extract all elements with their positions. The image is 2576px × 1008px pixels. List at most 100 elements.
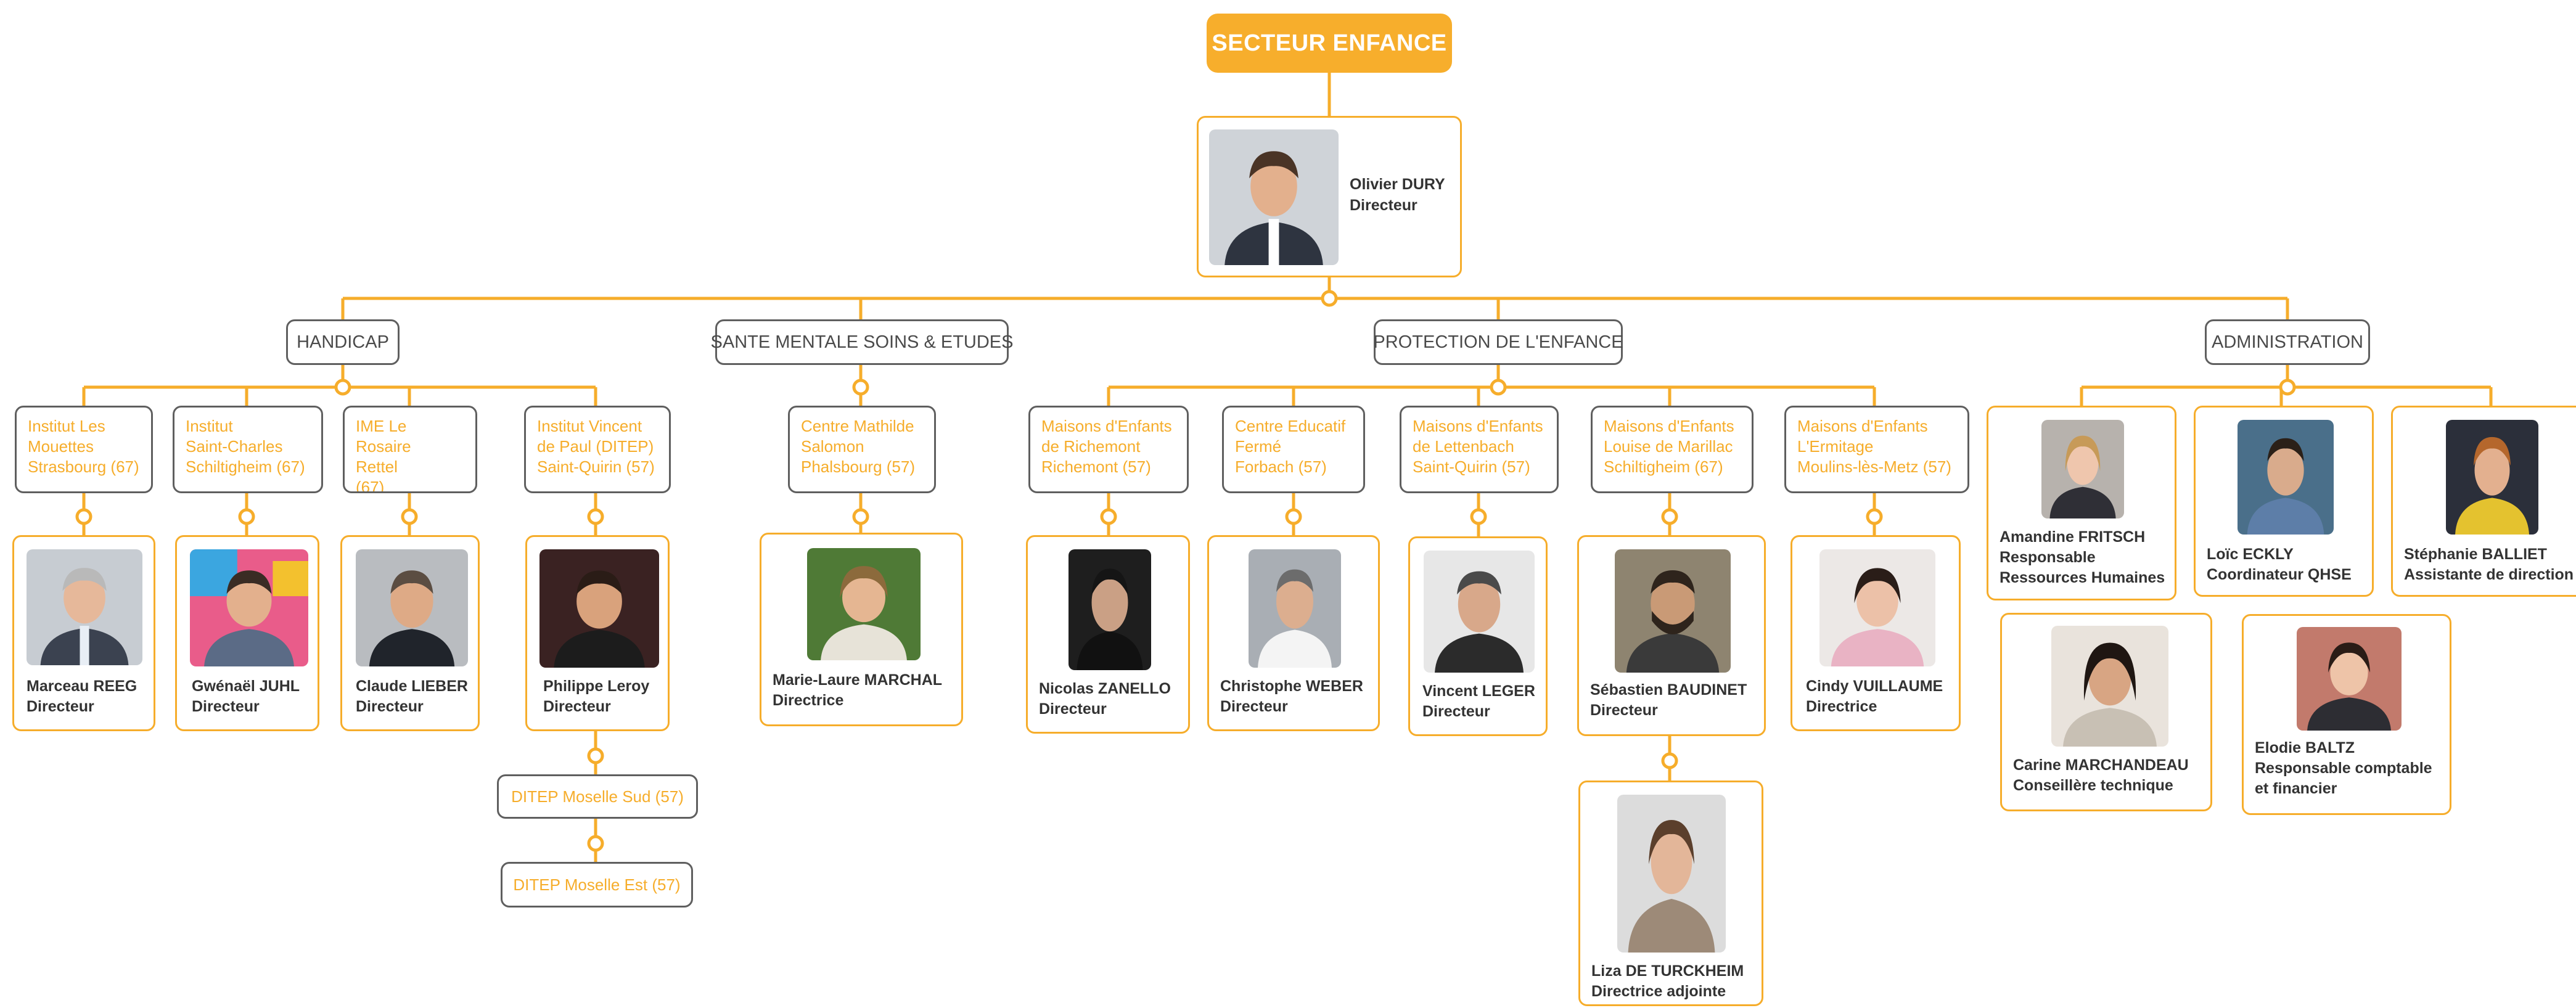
person-portrait-icon: [356, 549, 468, 666]
establishment-rosaire[interactable]: IME Le Rosaire Rettel (67): [343, 406, 477, 493]
category-protection-enfance[interactable]: PROTECTION DE L'ENFANCE: [1373, 319, 1623, 365]
person-card-baltz[interactable]: Elodie BALTZ Responsable comptable et fi…: [2242, 614, 2451, 815]
person-portrait-icon: [2041, 420, 2124, 518]
person-title: Directeur: [192, 698, 260, 715]
person-card-zanello[interactable]: Nicolas ZANELLO Directeur: [1026, 535, 1190, 734]
person-name: Amandine FRITSCH: [2000, 528, 2146, 546]
avatar: [27, 549, 142, 665]
person-card-dury[interactable]: Olivier DURY Directeur: [1197, 116, 1462, 277]
person-portrait-icon: [1209, 129, 1339, 265]
person-title: Directeur: [27, 698, 94, 715]
person-card-reeg[interactable]: Marceau REEG Directeur: [12, 535, 155, 731]
establishment-saint-charles[interactable]: Institut Saint-Charles Schiltigheim (67): [173, 406, 323, 493]
person-portrait-icon: [539, 549, 659, 668]
person-card-vuillaume[interactable]: Cindy VUILLAUME Directrice: [1790, 535, 1961, 731]
establishment-ditep-moselle-est[interactable]: DITEP Moselle Est (57): [501, 862, 693, 908]
person-title: Directeur: [356, 698, 424, 715]
person-name: Claude LIEBER: [356, 678, 468, 695]
person-card-juhl[interactable]: Gwénaël JUHL Directeur: [175, 535, 319, 731]
person-title: Responsable Ressources Humaines: [2000, 549, 2165, 586]
person-portrait-icon: [27, 549, 142, 665]
person-card-fritsch[interactable]: Amandine FRITSCH Responsable Ressources …: [1987, 406, 2176, 600]
avatar: [2238, 420, 2334, 535]
person-name: Marceau REEG: [27, 678, 137, 695]
person-title: Directeur: [1590, 702, 1658, 719]
person-card-marchal[interactable]: Marie-Laure MARCHAL Directrice: [760, 533, 963, 726]
establishment-mouettes[interactable]: Institut Les Mouettes Strasbourg (67): [15, 406, 153, 493]
avatar: [2041, 420, 2124, 518]
person-name: Elodie BALTZ: [2255, 739, 2355, 756]
establishment-ermitage[interactable]: Maisons d'Enfants L'Ermitage Moulins-lès…: [1784, 406, 1969, 493]
person-name: Christophe WEBER: [1220, 678, 1363, 695]
root-label: SECTEUR ENFANCE: [1212, 30, 1447, 56]
establishment-richemont[interactable]: Maisons d'Enfants de Richemont Richemont…: [1028, 406, 1189, 493]
establishment-ditep-moselle-sud[interactable]: DITEP Moselle Sud (57): [497, 774, 698, 819]
person-portrait-icon: [1069, 549, 1151, 670]
category-administration[interactable]: ADMINISTRATION: [2205, 319, 2370, 365]
person-portrait-icon: [2446, 420, 2538, 535]
person-name: Stéphanie BALLIET: [2404, 546, 2547, 563]
avatar: [1249, 549, 1341, 668]
person-title: Conseillère technique: [2013, 777, 2173, 794]
person-portrait-icon: [1819, 549, 1935, 666]
person-card-baudinet[interactable]: Sébastien BAUDINET Directeur: [1577, 535, 1766, 736]
person-card-eckly[interactable]: Loïc ECKLY Coordinateur QHSE: [2194, 406, 2374, 597]
person-title: Directeur: [1220, 698, 1288, 715]
person-name: Nicolas ZANELLO: [1039, 680, 1171, 697]
establishment-marillac[interactable]: Maisons d'Enfants Louise de Marillac Sch…: [1591, 406, 1754, 493]
establishment-vincent-de-paul[interactable]: Institut Vincent de Paul (DITEP) Saint-Q…: [524, 406, 671, 493]
person-name: Vincent LEGER: [1422, 682, 1535, 700]
person-title: Directrice adjointe: [1591, 983, 1726, 1000]
person-title: Directeur: [1422, 703, 1490, 720]
person-card-weber[interactable]: Christophe WEBER Directeur: [1207, 535, 1380, 731]
avatar: [539, 549, 659, 668]
person-portrait-icon: [2297, 627, 2402, 731]
person-portrait-icon: [1249, 549, 1341, 668]
person-name: Sébastien BAUDINET: [1590, 681, 1747, 699]
person-name: Cindy VUILLAUME: [1806, 678, 1943, 695]
establishment-centre-ferme[interactable]: Centre Educatif Fermé Forbach (57): [1222, 406, 1365, 493]
person-card-turckheim[interactable]: Liza DE TURCKHEIM Directrice adjointe: [1578, 781, 1763, 1006]
root-node-secteur-enfance[interactable]: SECTEUR ENFANCE: [1207, 14, 1452, 73]
person-name: Liza DE TURCKHEIM: [1591, 962, 1744, 980]
person-card-balliet[interactable]: Stéphanie BALLIET Assistante de directio…: [2391, 406, 2576, 597]
avatar: [1069, 549, 1151, 670]
establishment-lettenbach[interactable]: Maisons d'Enfants de Lettenbach Saint-Qu…: [1400, 406, 1559, 493]
person-card-lieber[interactable]: Claude LIEBER Directeur: [340, 535, 480, 731]
avatar: [356, 549, 468, 666]
avatar: [1209, 129, 1339, 265]
establishment-mathilde-salomon[interactable]: Centre Mathilde Salomon Phalsbourg (57): [788, 406, 936, 493]
person-portrait-icon: [2238, 420, 2334, 535]
category-handicap[interactable]: HANDICAP: [286, 319, 400, 365]
person-portrait-icon: [1617, 795, 1726, 953]
person-name: Carine MARCHANDEAU: [2013, 756, 2189, 774]
avatar: [1424, 551, 1535, 673]
avatar: [807, 548, 921, 660]
category-sante-mentale[interactable]: SANTE MENTALE SOINS & ETUDES: [711, 319, 1013, 365]
person-card-leger[interactable]: Vincent LEGER Directeur: [1408, 536, 1548, 736]
avatar: [2297, 627, 2402, 731]
person-title: Directrice: [773, 692, 844, 709]
avatar: [1819, 549, 1935, 666]
person-portrait-icon: [1424, 551, 1535, 673]
person-portrait-icon: [807, 548, 921, 660]
avatar: [1615, 549, 1731, 673]
avatar: [2051, 626, 2168, 747]
person-name: Marie-Laure MARCHAL: [773, 671, 943, 689]
person-title: Responsable comptable et financier: [2255, 760, 2432, 797]
person-title: Directeur: [1350, 197, 1417, 214]
avatar: [2446, 420, 2538, 535]
person-title: Directeur: [1039, 700, 1107, 718]
person-name: Olivier DURY: [1350, 176, 1445, 193]
person-portrait-icon: [190, 549, 308, 666]
avatar: [1617, 795, 1726, 953]
person-title: Directrice: [1806, 698, 1877, 715]
person-name: Loïc ECKLY: [2207, 546, 2294, 563]
person-name: Philippe Leroy: [543, 678, 650, 695]
person-card-leroy[interactable]: Philippe Leroy Directeur: [525, 535, 670, 731]
person-title: Coordinateur QHSE: [2207, 566, 2352, 583]
person-name: Gwénaël JUHL: [192, 678, 300, 695]
person-portrait-icon: [1615, 549, 1731, 673]
person-card-marchandeau[interactable]: Carine MARCHANDEAU Conseillère technique: [2000, 613, 2212, 811]
